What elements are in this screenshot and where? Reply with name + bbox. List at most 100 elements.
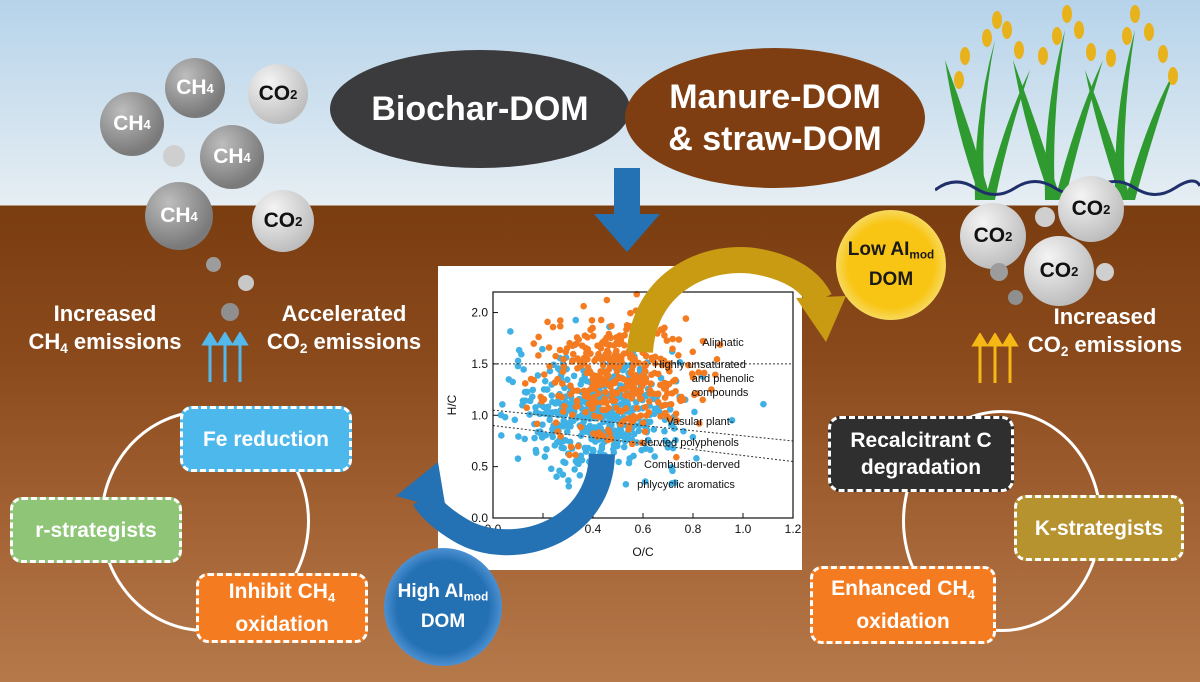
scatter-point: [662, 437, 669, 444]
scatter-point: [589, 332, 597, 340]
scatter-point: [560, 363, 568, 370]
scatter-point: [552, 408, 559, 416]
scatter-point: [554, 428, 562, 435]
scatter-point: [541, 377, 549, 385]
increased-ch4-label: Increased CH4 emissions: [28, 301, 182, 357]
scatter-point: [581, 332, 589, 339]
small-bubble: [206, 257, 221, 272]
scatter-point: [641, 478, 649, 485]
scatter-point: [565, 482, 573, 490]
scatter-point: [604, 381, 612, 388]
scatter-point: [633, 404, 641, 412]
scatter-point: [657, 326, 665, 334]
scatter-point: [605, 349, 612, 357]
scatter-point: [559, 408, 567, 415]
scatter-point: [534, 372, 542, 379]
scatter-point: [599, 361, 607, 369]
scatter-point: [606, 355, 614, 363]
scatter-point: [520, 366, 527, 373]
scatter-point: [526, 411, 533, 418]
scatter-point: [521, 380, 529, 387]
scatter-point: [605, 366, 613, 373]
scatter-point: [539, 421, 546, 428]
inhibit-ch4-box: Inhibit CH4 oxidation: [196, 573, 368, 643]
scatter-point: [540, 386, 548, 393]
x-tick-label: 1.0: [735, 522, 752, 536]
scatter-point: [558, 444, 565, 451]
up-arrows-icon: [201, 332, 249, 382]
scatter-point: [556, 317, 564, 324]
chart-annotation: phlycyclic aromatics: [637, 479, 735, 491]
manure-dom-ellipse: Manure-DOM & straw-DOM: [625, 48, 925, 188]
gold-curved-arrow-icon: [627, 247, 846, 354]
scatter-point: [537, 428, 544, 435]
scatter-point: [540, 396, 548, 403]
scatter-point: [642, 352, 650, 360]
scatter-point: [728, 417, 736, 424]
scatter-point: [511, 416, 519, 424]
scatter-point: [635, 427, 643, 435]
scatter-point: [540, 371, 548, 378]
biochar-dom-label: Biochar-DOM: [371, 90, 589, 128]
small-bubble: [990, 263, 1008, 281]
chart-annotation: Highly unsaturated: [654, 359, 746, 371]
scatter-point: [563, 428, 571, 436]
scatter-point: [656, 381, 664, 389]
scatter-point: [651, 453, 658, 460]
scatter-point: [691, 408, 698, 416]
manure-dom-label: Manure-DOM: [669, 78, 881, 116]
scatter-point: [531, 434, 538, 442]
scatter-point: [515, 346, 523, 354]
scatter-point: [615, 340, 623, 348]
x-tick-label: 0.4: [585, 522, 602, 536]
scatter-point: [588, 316, 596, 324]
scatter-point: [620, 417, 628, 425]
scatter-point: [584, 444, 592, 452]
down-arrow-icon: [594, 168, 660, 252]
scatter-point: [572, 316, 580, 324]
scatter-point: [515, 433, 522, 440]
scatter-point: [602, 388, 609, 396]
scatter-point: [641, 428, 649, 435]
scatter-point: [602, 406, 609, 414]
scatter-point: [675, 336, 683, 343]
scatter-point: [625, 459, 633, 467]
scatter-point: [567, 382, 574, 390]
scatter-point: [598, 442, 606, 450]
scatter-point: [632, 379, 640, 386]
scatter-point: [657, 355, 665, 363]
straw-dom-label: & straw-DOM: [668, 120, 882, 158]
scatter-point: [616, 332, 623, 339]
chart-annotation: Vasular plant-: [666, 416, 733, 428]
scatter-point: [533, 420, 541, 428]
scatter-point: [671, 479, 679, 486]
scatter-point: [603, 399, 610, 407]
scatter-point: [507, 328, 514, 335]
scatter-point: [700, 369, 708, 377]
scatter-point: [545, 344, 553, 351]
scatter-point: [628, 352, 636, 359]
scatter-point: [641, 403, 649, 411]
scatter-point: [673, 417, 681, 424]
scatter-point: [574, 387, 581, 394]
scatter-point: [546, 362, 553, 370]
scatter-point: [591, 412, 598, 420]
scatter-point: [688, 370, 696, 378]
scatter-point: [577, 423, 585, 431]
scatter-point: [672, 410, 680, 418]
scatter-point: [514, 362, 522, 370]
scatter-point: [584, 356, 591, 363]
scatter-point: [597, 448, 604, 456]
scatter-point: [608, 412, 616, 420]
scatter-point: [610, 449, 618, 456]
scatter-point: [673, 453, 680, 461]
scatter-point: [551, 442, 559, 449]
recalcitrant-c-box: Recalcitrant C degradation: [828, 416, 1014, 492]
scatter-point: [590, 393, 598, 401]
scatter-point: [661, 394, 669, 401]
small-bubble: [221, 303, 239, 321]
